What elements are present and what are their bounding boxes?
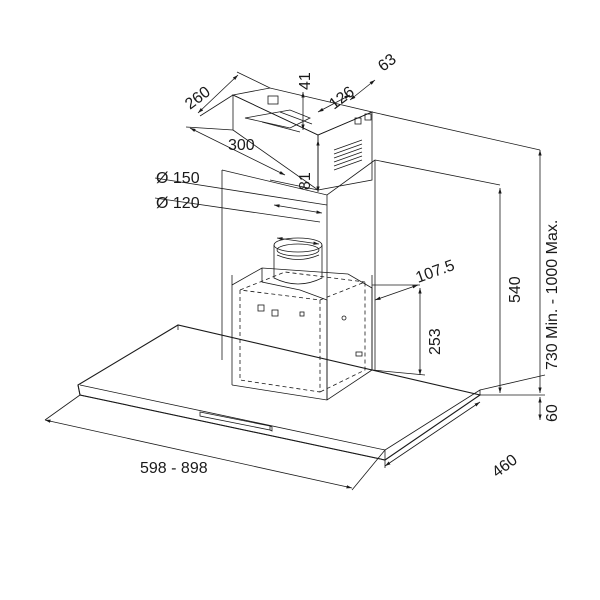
dim-41: 41: [297, 72, 314, 90]
dim-260: 260: [182, 83, 214, 113]
dim-126: 126: [326, 83, 358, 113]
dim-598-898: 598 - 898: [140, 460, 208, 477]
dim-540: 540: [507, 276, 524, 303]
dim-diameter-150: Ø 150: [156, 170, 200, 187]
vent-slots: [333, 139, 363, 171]
dim-730-1000: 730 Min. - 1000 Max.: [544, 220, 561, 370]
dim-107-5: 107.5: [414, 257, 458, 287]
outlet-collar: [273, 237, 323, 285]
handle-slot: [199, 411, 271, 431]
dimension-lines: [44, 71, 546, 491]
dim-60: 60: [544, 404, 561, 422]
dim-diameter-120: Ø 120: [156, 195, 200, 212]
dimension-labels: 260 41 126 63 300 81 Ø 150 Ø 120 107.5 2…: [140, 51, 561, 481]
chimney-cover: [221, 159, 376, 400]
dim-460: 460: [489, 451, 521, 481]
chimney-lower: [231, 267, 373, 401]
dim-300: 300: [228, 137, 255, 154]
dim-253: 253: [427, 328, 444, 355]
dim-63: 63: [375, 51, 400, 75]
dim-81: 81: [297, 172, 314, 190]
